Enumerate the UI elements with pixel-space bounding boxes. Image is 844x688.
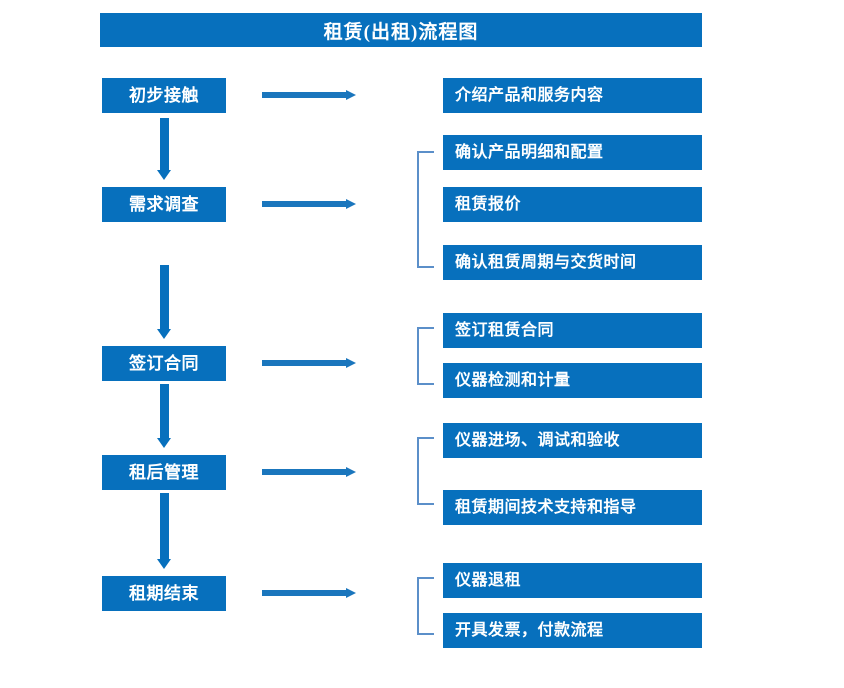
- arrow-head-icon: [157, 438, 171, 448]
- flow-arrow-5: [262, 588, 356, 598]
- group-bracket-4: [417, 437, 434, 505]
- arrow-head-icon: [157, 329, 171, 339]
- down-arrow-4: [157, 493, 171, 569]
- stage-box-2[interactable]: 需求调查: [102, 187, 226, 222]
- task-box-6[interactable]: 仪器检测和计量: [443, 363, 702, 398]
- arrow-head-icon: [346, 358, 356, 368]
- task-box-8[interactable]: 租赁期间技术支持和指导: [443, 490, 702, 525]
- down-arrow-3: [157, 384, 171, 448]
- arrow-shaft: [262, 360, 346, 366]
- task-box-2[interactable]: 确认产品明细和配置: [443, 135, 702, 170]
- arrow-shaft: [262, 590, 346, 596]
- arrow-head-icon: [157, 559, 171, 569]
- task-box-1[interactable]: 介绍产品和服务内容: [443, 78, 702, 113]
- task-box-5[interactable]: 签订租赁合同: [443, 313, 702, 348]
- arrow-head-icon: [346, 588, 356, 598]
- down-arrow-1: [157, 118, 171, 180]
- task-box-10[interactable]: 开具发票，付款流程: [443, 613, 702, 648]
- arrow-shaft: [262, 201, 346, 207]
- stage-box-3[interactable]: 签订合同: [102, 346, 226, 381]
- arrow-head-icon: [346, 199, 356, 209]
- arrow-shaft: [160, 384, 169, 438]
- stage-box-1[interactable]: 初步接触: [102, 78, 226, 113]
- flow-arrow-3: [262, 358, 356, 368]
- stage-box-4[interactable]: 租后管理: [102, 455, 226, 490]
- arrow-shaft: [160, 265, 169, 329]
- flow-arrow-4: [262, 467, 356, 477]
- group-bracket-5: [417, 577, 434, 635]
- arrow-shaft: [160, 493, 169, 559]
- arrow-shaft: [160, 118, 169, 170]
- group-bracket-2: [417, 151, 434, 268]
- task-box-9[interactable]: 仪器退租: [443, 563, 702, 598]
- arrow-shaft: [262, 92, 346, 98]
- stage-box-5[interactable]: 租期结束: [102, 576, 226, 611]
- arrow-shaft: [262, 469, 346, 475]
- task-box-3[interactable]: 租赁报价: [443, 187, 702, 222]
- task-box-7[interactable]: 仪器进场、调试和验收: [443, 423, 702, 458]
- group-bracket-3: [417, 327, 434, 385]
- page-title: 租赁(出租)流程图: [100, 13, 702, 47]
- arrow-head-icon: [346, 90, 356, 100]
- arrow-head-icon: [346, 467, 356, 477]
- down-arrow-2: [157, 265, 171, 339]
- flow-arrow-1: [262, 90, 356, 100]
- flow-arrow-2: [262, 199, 356, 209]
- arrow-head-icon: [157, 170, 171, 180]
- task-box-4[interactable]: 确认租赁周期与交货时间: [443, 245, 702, 280]
